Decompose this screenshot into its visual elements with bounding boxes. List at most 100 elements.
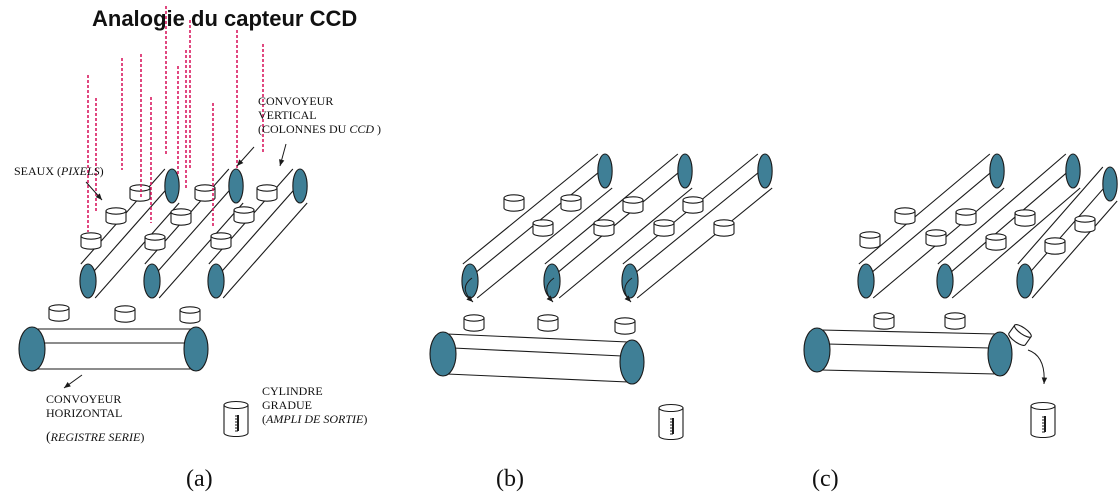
arrow-head	[279, 159, 285, 166]
left-roller	[803, 327, 831, 373]
arrow-head	[466, 295, 473, 302]
bucket-tipping	[1008, 324, 1032, 346]
horizontal-conveyor-label-line1: CONVOYEUR	[46, 392, 122, 406]
arrow-head	[64, 382, 71, 388]
bucket-rim	[593, 219, 615, 227]
arrow-head	[237, 159, 244, 166]
bucket-pixel-1	[859, 231, 881, 249]
bucket-rim	[129, 184, 151, 192]
buckets-label-arrow	[85, 181, 103, 201]
cylinder-rim	[223, 400, 249, 410]
bucket-pixel-3	[129, 184, 151, 202]
arrow-head	[546, 295, 553, 302]
bucket-rim	[537, 314, 559, 322]
bucket-pixel-1	[503, 194, 525, 212]
cylinder-label-line3: (AMPLI DE SORTIE)	[262, 412, 368, 426]
hbelt-bottom-edge	[446, 373, 629, 383]
belt-surface-line	[218, 179, 304, 276]
front-roller	[936, 263, 954, 299]
bucket-rim	[944, 312, 966, 320]
bucket-rim	[622, 196, 644, 204]
arrow-head	[1041, 377, 1048, 384]
bucket-serial-1	[463, 314, 485, 332]
bucket-rim	[463, 314, 485, 322]
belt-top-edge	[462, 153, 599, 265]
bucket-pixel-5	[622, 196, 644, 214]
belt-body	[80, 169, 180, 298]
bucket-rim	[233, 206, 255, 214]
bucket-pixel-7	[210, 232, 232, 250]
bucket-rim	[1044, 237, 1066, 245]
cylinder-rim	[1030, 401, 1056, 411]
bucket-pixel-2	[894, 207, 916, 225]
cylinder-rim	[658, 403, 684, 413]
belt-surface-line	[632, 164, 768, 276]
bucket-pixel-8	[233, 206, 255, 224]
pour-arrow	[1027, 349, 1048, 385]
arrow-head	[624, 295, 631, 302]
back-roller	[677, 153, 693, 189]
hbelt-top-edge	[446, 333, 629, 343]
belt-bottom-edge	[94, 202, 180, 299]
bucket-pixel-3	[925, 229, 947, 247]
belt-bottom-edge	[951, 187, 1081, 299]
belt-body	[937, 154, 1081, 298]
panel-label-b: (b)	[496, 466, 524, 492]
buckets-label: SEAUX (PIXELS)	[14, 164, 104, 178]
horizontal-conveyor	[429, 331, 645, 385]
panel-c	[803, 153, 1118, 439]
belt-body	[1017, 167, 1118, 298]
vertical-conveyor-label-line3: (COLONNES DU CCD )	[258, 122, 382, 136]
belt-bottom-edge	[222, 202, 308, 299]
horizontal-conveyor	[18, 326, 209, 372]
bucket-rim	[256, 184, 278, 192]
belt-body	[622, 154, 773, 298]
bucket-pixel-6	[653, 219, 675, 237]
bucket-rim	[179, 306, 201, 314]
bucket-serial-3	[614, 317, 636, 335]
bucket-serial-1	[48, 304, 70, 322]
front-roller	[207, 263, 225, 299]
vertical-label-arrow-1	[236, 146, 255, 167]
bucket-rim	[114, 305, 136, 313]
bucket-rim	[682, 196, 704, 204]
bucket-serial-2	[114, 305, 136, 323]
bucket-serial-1	[873, 312, 895, 330]
left-roller	[429, 331, 457, 377]
belt-body	[208, 169, 308, 298]
horizontal-label-arrow	[63, 374, 83, 389]
hbelt-body	[817, 328, 1000, 376]
transfer-arrow-2	[546, 277, 555, 303]
arrow-shaft	[1027, 349, 1045, 385]
vertical-conveyor-2	[936, 153, 1081, 299]
front-roller	[79, 263, 97, 299]
cylinder-body	[658, 407, 684, 441]
bucket-rim	[560, 194, 582, 202]
belt-bottom-edge	[558, 187, 693, 299]
bucket-pixel-1	[80, 232, 102, 250]
left-roller	[18, 326, 46, 372]
vertical-conveyor-3	[1016, 166, 1118, 299]
bucket-rim	[925, 229, 947, 237]
bucket-serial-3	[179, 306, 201, 324]
bucket-rim	[1014, 209, 1036, 217]
bucket-pixel-8	[713, 219, 735, 237]
hbelt-top-edge	[820, 329, 997, 335]
bucket-pixel-8	[1074, 215, 1096, 233]
belt-surface-line	[1027, 177, 1114, 276]
belt-surface-line	[90, 179, 176, 276]
hbelt-surface-line	[452, 347, 623, 357]
belt-surface-line	[868, 164, 1000, 276]
cylinder-label-line2: GRADUE	[262, 398, 312, 412]
belt-top-edge	[937, 153, 1067, 265]
hbelt-body	[32, 327, 196, 371]
graduated-cylinder	[1030, 401, 1056, 439]
right-roller	[619, 339, 645, 385]
arrow-head	[95, 193, 102, 200]
panel-b	[429, 153, 773, 441]
back-roller	[164, 168, 180, 204]
graduated-cylinder	[658, 403, 684, 441]
bucket-pixel-5	[170, 208, 192, 226]
vertical-conveyor-label-line1: CONVOYEUR	[258, 94, 334, 108]
